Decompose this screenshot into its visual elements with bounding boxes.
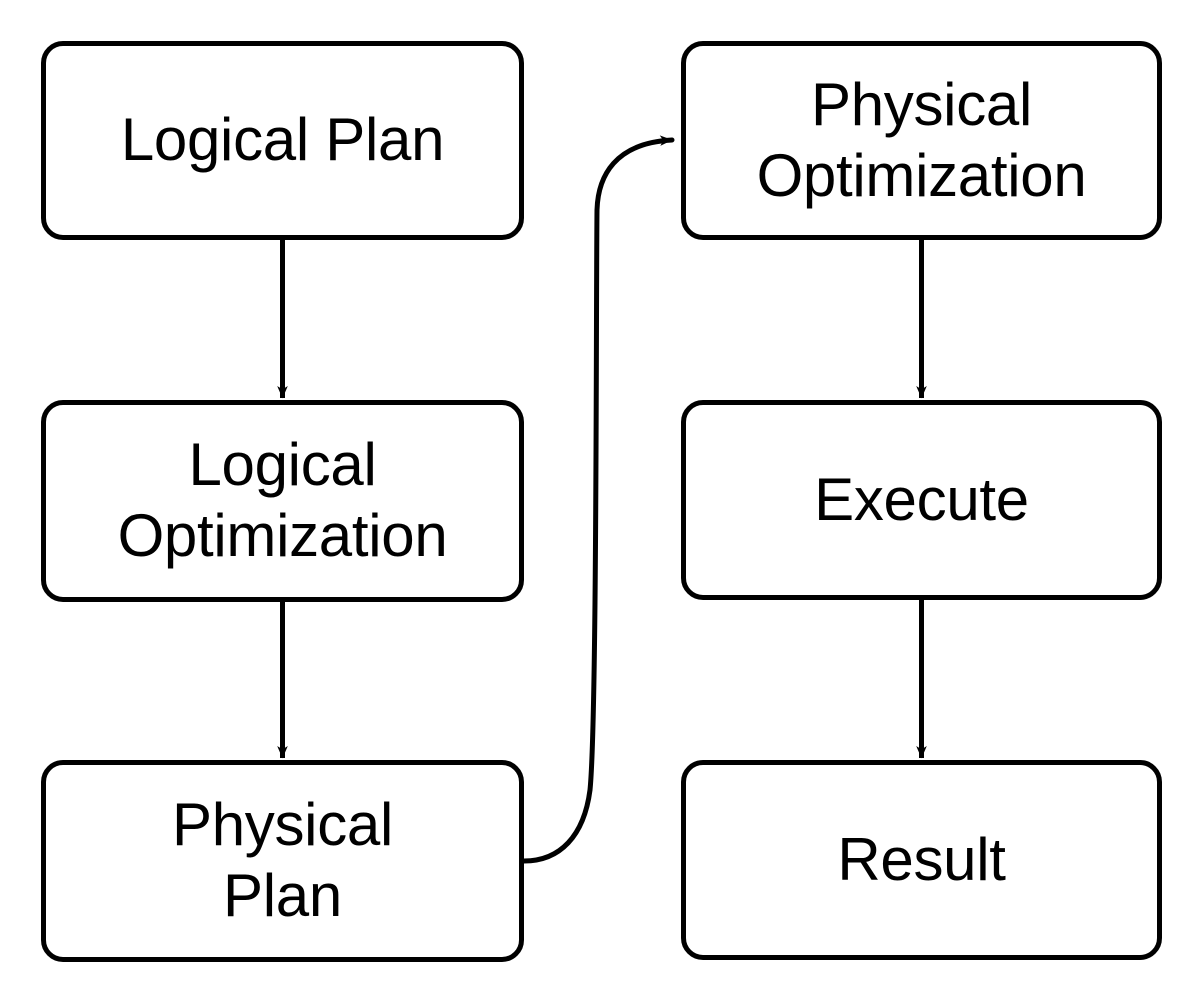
node-result[interactable]: Result xyxy=(681,760,1162,960)
node-result-label: Result xyxy=(837,825,1006,893)
node-physical-optimization[interactable]: Physical Optimization xyxy=(681,41,1162,240)
node-execute-label: Execute xyxy=(814,465,1029,533)
node-logical-plan-label: Logical Plan xyxy=(120,106,445,174)
node-execute[interactable]: Execute xyxy=(681,400,1162,600)
edge-physical-plan-to-physical-optimization xyxy=(521,135,675,864)
node-logical-optimization-label: Logical Optimization xyxy=(117,431,448,569)
node-physical-optimization-label: Physical Optimization xyxy=(756,70,1087,209)
node-physical-plan-label: Physical Plan xyxy=(171,791,394,929)
node-logical-optimization[interactable]: Logical Optimization xyxy=(41,400,524,602)
node-logical-plan[interactable]: Logical Plan xyxy=(41,41,524,240)
node-physical-plan[interactable]: Physical Plan xyxy=(41,760,524,962)
